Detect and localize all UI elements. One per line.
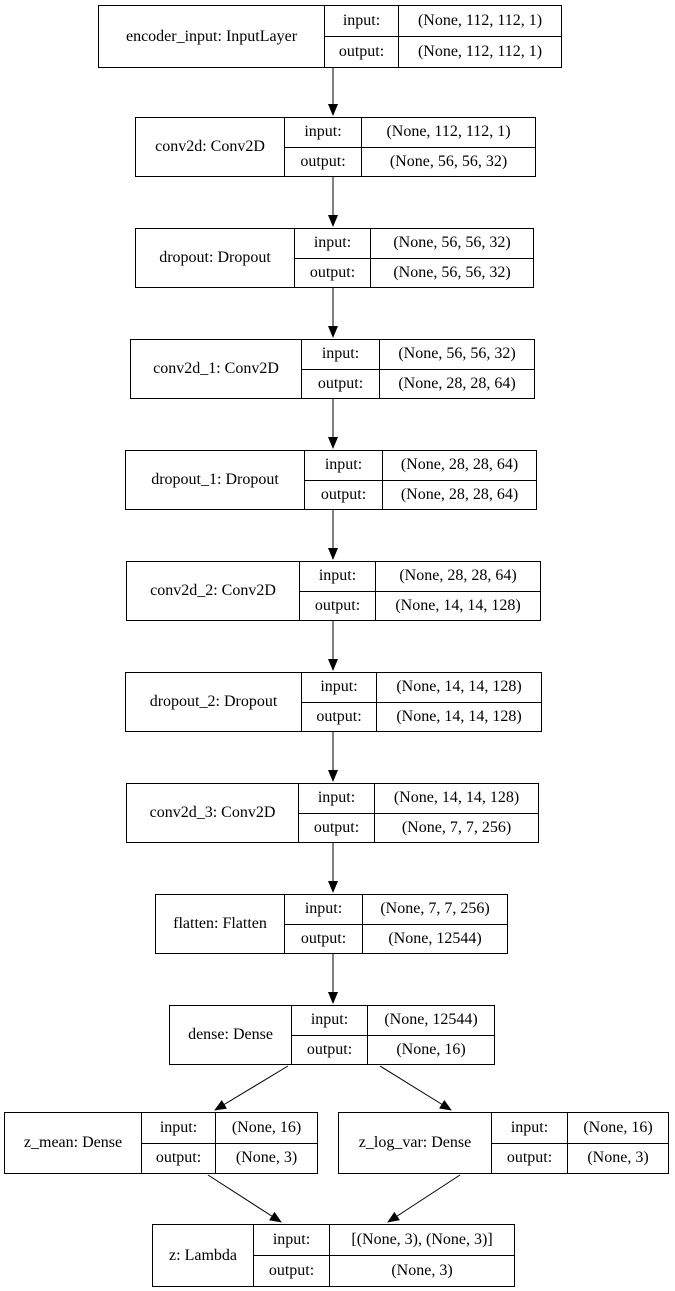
input-shape: (None, 28, 28, 64) xyxy=(399,567,517,585)
input-label: input: xyxy=(285,895,363,924)
output-shape: (None, 3) xyxy=(391,1262,453,1279)
input-shape: (None, 16) xyxy=(231,1118,302,1136)
node-dropout-2: dropout_2: Dropout input: (None, 14, 14,… xyxy=(125,672,542,732)
input-shape: (None, 56, 56, 32) xyxy=(393,234,511,252)
edge-zlogvar-z xyxy=(387,1174,461,1223)
input-label: input: xyxy=(302,673,377,702)
input-shape: (None, 112, 112, 1) xyxy=(417,12,543,29)
input-label: input: xyxy=(302,340,380,369)
output-label: output: xyxy=(295,258,371,287)
output-label: output: xyxy=(302,702,377,731)
node-z: z: Lambda input: [(None, 3), (None, 3)] … xyxy=(152,1224,515,1287)
layer-name: dense: Dense xyxy=(170,1006,292,1064)
node-dense: dense: Dense input: (None, 12544) output… xyxy=(169,1005,495,1065)
output-label: output: xyxy=(285,924,363,953)
output-label: output: xyxy=(254,1256,330,1286)
output-shape: (None, 16) xyxy=(396,1040,466,1058)
input-shape: (None, 112, 112, 1) xyxy=(386,123,511,141)
node-conv2d-1: conv2d_1: Conv2D input: (None, 56, 56, 3… xyxy=(130,339,535,399)
input-label: input: xyxy=(292,1006,368,1035)
layer-name: conv2d: Conv2D xyxy=(136,118,285,176)
input-label: input: xyxy=(300,562,376,591)
input-label: input: xyxy=(492,1113,568,1143)
layer-name: conv2d_3: Conv2D xyxy=(127,784,299,842)
output-shape: (None, 3) xyxy=(235,1149,298,1167)
layer-name: dropout_1: Dropout xyxy=(126,451,305,509)
output-shape: (None, 14, 14, 128) xyxy=(395,596,521,614)
output-label: output: xyxy=(492,1143,568,1173)
output-label: output: xyxy=(142,1143,216,1173)
edge-zmean-z xyxy=(207,1174,282,1223)
node-dropout-1: dropout_1: Dropout input: (None, 28, 28,… xyxy=(125,450,537,510)
output-label: output: xyxy=(305,480,383,509)
input-label: input: xyxy=(254,1225,330,1255)
layer-name: z_mean: Dense xyxy=(5,1113,142,1173)
input-shape: [(None, 3), (None, 3)] xyxy=(351,1231,493,1248)
input-shape: (None, 28, 28, 64) xyxy=(400,456,519,474)
node-conv2d-2: conv2d_2: Conv2D input: (None, 28, 28, 6… xyxy=(126,561,541,621)
input-label: input: xyxy=(299,784,375,813)
input-shape: (None, 56, 56, 32) xyxy=(398,345,516,363)
layer-name: z: Lambda xyxy=(153,1225,254,1286)
output-label: output: xyxy=(300,591,376,620)
node-encoder-input: encoder_input: InputLayer input: (None, … xyxy=(98,5,562,68)
input-label: input: xyxy=(142,1113,216,1143)
node-conv2d: conv2d: Conv2D input: (None, 112, 112, 1… xyxy=(135,117,536,177)
layer-name: flatten: Flatten xyxy=(156,895,285,953)
input-shape: (None, 12544) xyxy=(384,1011,478,1029)
input-label: input: xyxy=(295,229,371,258)
input-label: input: xyxy=(305,451,383,480)
layer-name: z_log_var: Dense xyxy=(339,1113,492,1173)
input-shape: (None, 14, 14, 128) xyxy=(393,789,520,807)
output-shape: (None, 28, 28, 64) xyxy=(400,485,519,503)
output-shape: (None, 56, 56, 32) xyxy=(393,263,511,281)
input-shape: (None, 7, 7, 256) xyxy=(380,900,490,918)
input-shape: (None, 14, 14, 128) xyxy=(396,678,522,696)
output-shape: (None, 14, 14, 128) xyxy=(396,707,522,725)
layer-name: dropout: Dropout xyxy=(136,229,295,287)
output-shape: (None, 28, 28, 64) xyxy=(398,374,516,392)
layer-name: conv2d_2: Conv2D xyxy=(127,562,300,620)
input-label: input: xyxy=(325,6,399,36)
layer-name: dropout_2: Dropout xyxy=(126,673,302,731)
output-shape: (None, 56, 56, 32) xyxy=(389,152,508,170)
node-dropout: dropout: Dropout input: (None, 56, 56, 3… xyxy=(135,228,534,288)
edge-dense-zlogvar xyxy=(379,1065,452,1111)
output-label: output: xyxy=(285,147,362,176)
layer-name: conv2d_1: Conv2D xyxy=(131,340,302,398)
node-flatten: flatten: Flatten input: (None, 7, 7, 256… xyxy=(155,894,508,954)
output-label: output: xyxy=(325,37,399,67)
node-z-mean: z_mean: Dense input: (None, 16) output: … xyxy=(4,1112,318,1174)
output-label: output: xyxy=(292,1035,368,1064)
output-shape: (None, 12544) xyxy=(388,929,482,947)
output-shape: (None, 7, 7, 256) xyxy=(401,818,512,836)
node-conv2d-3: conv2d_3: Conv2D input: (None, 14, 14, 1… xyxy=(126,783,539,843)
layer-name: encoder_input: InputLayer xyxy=(99,6,325,67)
input-label: input: xyxy=(285,118,362,147)
output-shape: (None, 112, 112, 1) xyxy=(417,43,543,60)
output-label: output: xyxy=(302,369,380,398)
output-label: output: xyxy=(299,813,375,842)
node-z-log-var: z_log_var: Dense input: (None, 16) outpu… xyxy=(338,1112,669,1174)
input-shape: (None, 16) xyxy=(583,1118,653,1136)
output-shape: (None, 3) xyxy=(587,1149,649,1167)
edge-dense-zmean xyxy=(214,1065,289,1111)
